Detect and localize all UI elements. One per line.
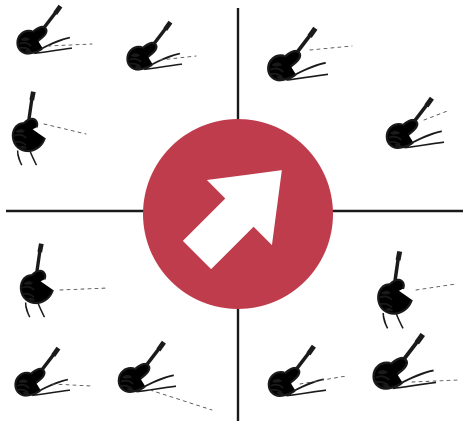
pen-trail xyxy=(424,110,450,120)
right-hand-writing-icon xyxy=(378,251,412,328)
quadrant-top-right xyxy=(268,28,450,148)
left-hand-writing-icon xyxy=(119,342,176,392)
right-hand-writing-icon xyxy=(269,346,326,396)
pen-trail xyxy=(416,284,456,290)
left-hand-writing-icon xyxy=(17,6,72,53)
right-hand-writing-icon xyxy=(387,98,444,148)
right-hand-writing-icon xyxy=(268,28,328,80)
left-hand-writing-icon xyxy=(127,22,182,69)
pen-trail xyxy=(150,390,212,410)
left-hand-writing-icon xyxy=(15,348,70,395)
quadrant-top-left xyxy=(13,6,196,165)
pen-trail xyxy=(60,288,108,290)
pen-trail xyxy=(52,384,92,386)
pen-trail xyxy=(44,124,86,134)
left-hand-writing-icon xyxy=(21,244,53,318)
left-hand-writing-icon xyxy=(13,92,45,165)
pen-trail xyxy=(310,46,352,50)
right-hand-writing-icon xyxy=(374,334,436,388)
pen-trail xyxy=(48,44,92,46)
pen-trail xyxy=(300,376,346,384)
